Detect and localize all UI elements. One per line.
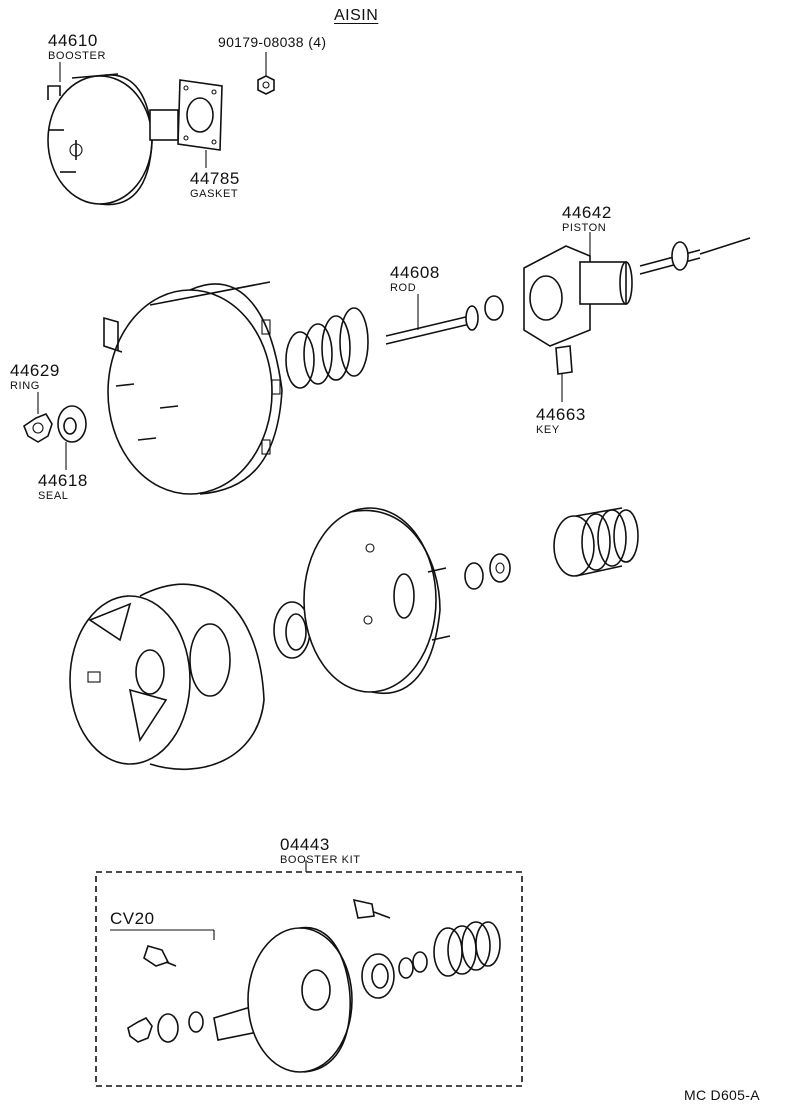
ring-illustration bbox=[23, 392, 53, 443]
part-name: ROD bbox=[390, 282, 417, 294]
part-name: PISTON bbox=[562, 222, 607, 234]
part-callout-gasket: 44785 GASKET bbox=[190, 170, 240, 200]
piston-illustration bbox=[523, 232, 751, 347]
figure-code: MC D605-A bbox=[684, 1087, 760, 1103]
part-callout-key: 44663 KEY bbox=[536, 406, 586, 436]
rear-shell-illustration bbox=[69, 583, 265, 771]
booster-shell-illustration bbox=[103, 281, 283, 495]
kit-parts-illustration bbox=[127, 898, 501, 1073]
booster-assembly-illustration bbox=[47, 62, 196, 206]
kit-number: 04443 bbox=[280, 835, 330, 854]
part-number: 44785 bbox=[190, 169, 240, 188]
part-name: RING bbox=[10, 380, 40, 392]
front-shell-illustration bbox=[303, 507, 451, 695]
gasket-plate-illustration bbox=[177, 79, 223, 168]
maker-label: AISIN bbox=[334, 7, 379, 24]
part-callout-piston: 44642 PISTON bbox=[562, 204, 612, 234]
part-number: 44642 bbox=[562, 203, 612, 222]
part-callout-nut: 90179-08038 (4) bbox=[218, 35, 326, 51]
push-rod-illustration bbox=[385, 294, 504, 345]
kit-variant-label: CV20 bbox=[110, 909, 155, 928]
kit-boundary-box bbox=[95, 871, 523, 1087]
part-callout-ring: 44629 RING bbox=[10, 362, 60, 392]
key-illustration bbox=[555, 345, 573, 402]
part-number: 44618 bbox=[38, 471, 88, 490]
part-callout-booster: 44610 BOOSTER bbox=[48, 32, 106, 62]
part-number: 44608 bbox=[390, 263, 440, 282]
part-callout-rod: 44608 ROD bbox=[390, 264, 440, 294]
part-name: GASKET bbox=[190, 188, 239, 200]
washers-illustration bbox=[464, 553, 511, 590]
return-spring-illustration bbox=[285, 307, 369, 389]
part-callout-seal: 44618 SEAL bbox=[38, 472, 88, 502]
part-qty: (4) bbox=[308, 34, 327, 50]
part-number: 90179-08038 bbox=[218, 34, 304, 50]
part-number: 44663 bbox=[536, 405, 586, 424]
kit-callout: 04443 BOOSTER KIT bbox=[280, 836, 361, 866]
part-name: BOOSTER bbox=[48, 50, 106, 62]
kit-name: BOOSTER KIT bbox=[280, 854, 361, 866]
bellows-illustration bbox=[553, 507, 639, 577]
seal-illustration bbox=[57, 405, 87, 470]
part-name: KEY bbox=[536, 424, 560, 436]
part-name: SEAL bbox=[38, 490, 69, 502]
part-number: 44610 bbox=[48, 31, 98, 50]
part-number: 44629 bbox=[10, 361, 60, 380]
nut-illustration bbox=[257, 52, 275, 95]
diaphragm-seal-illustration bbox=[273, 601, 311, 659]
